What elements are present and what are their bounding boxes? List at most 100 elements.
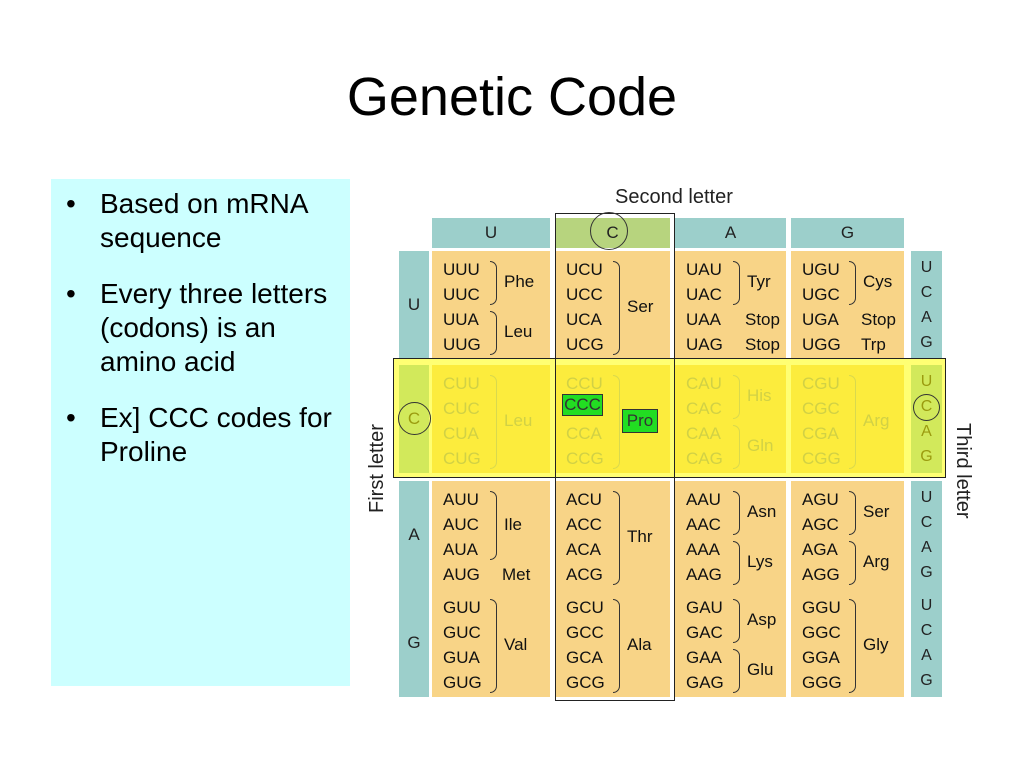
amino-acid-label: Leu (504, 322, 533, 341)
highlight-second-letter-c (555, 213, 675, 701)
codon: GAG (686, 673, 724, 692)
bullet-panel: Based on mRNA sequence Every three lette… (51, 179, 350, 686)
bullet-item: Every three letters (codons) is an amino… (61, 277, 346, 379)
codon-brace (733, 491, 740, 535)
codon: ACA (566, 540, 601, 559)
codon: AAA (686, 540, 721, 559)
third-letter-g: G (920, 564, 933, 581)
amino-acid-label: Tyr (747, 272, 771, 291)
bullet-list: Based on mRNA sequence Every three lette… (61, 187, 346, 491)
third-letter-u: U (920, 259, 933, 276)
codon-brace (849, 541, 856, 585)
codon: GGC (802, 623, 841, 642)
third-letter-c: C (920, 284, 933, 301)
codon: GGU (802, 598, 841, 617)
codon: UAG (686, 335, 723, 354)
codon: AGG (802, 565, 840, 584)
amino-acid-label: Ser (627, 297, 654, 316)
proline-highlight: Pro (622, 409, 658, 433)
first-letter-header-g: G (399, 589, 429, 697)
codon: AAU (686, 490, 721, 509)
codon: UUU (443, 260, 480, 279)
codon: ACU (566, 490, 602, 509)
codon: AGA (802, 540, 838, 559)
amino-acid-label: Arg (863, 552, 890, 571)
third-letter-c: C (920, 514, 933, 531)
codon: GUC (443, 623, 481, 642)
codon: AGU (802, 490, 839, 509)
third-letter-c: C (920, 622, 933, 639)
codon: GCA (566, 648, 603, 667)
codon-brace (733, 261, 740, 305)
first-letter-header-u: U (399, 251, 429, 359)
codon-brace (490, 491, 497, 560)
codon-brace (849, 491, 856, 535)
circle-third-c (913, 394, 940, 421)
amino-acid-label: Stop (745, 334, 780, 354)
third-letter-g: G (920, 334, 933, 351)
codon: UAA (686, 310, 721, 329)
codon: UAC (686, 285, 722, 304)
codon: GAA (686, 648, 722, 667)
codon: UCG (566, 335, 604, 354)
amino-acid-label: Lys (747, 552, 773, 571)
codon-block-ag (791, 481, 904, 589)
codon-list: AGU AGC AGA AGG (802, 487, 840, 587)
codon: UGG (802, 335, 841, 354)
amino-acid-label: Ser (863, 502, 890, 521)
first-letter-header-a: A (399, 481, 429, 589)
codon-list: UUU UUC UUA UUG (443, 257, 481, 357)
second-letter-header-g: G (791, 218, 904, 248)
codon-block-ug (791, 251, 904, 359)
codon-brace (733, 599, 740, 643)
codon-block-aa (675, 481, 786, 589)
amino-acid-label: Trp (861, 334, 886, 354)
codon-block-ga (675, 589, 786, 697)
second-letter-header-a: A (675, 218, 786, 248)
codon: UGA (802, 310, 839, 329)
codon: UCC (566, 285, 603, 304)
second-letter-label: Second letter (615, 186, 733, 208)
codon-block-gg (791, 589, 904, 697)
codon: GCU (566, 598, 604, 617)
codon: AUG (443, 565, 480, 584)
codon-block-ua (675, 251, 786, 359)
third-letter-label: Third letter (952, 423, 974, 519)
first-letter-label: First letter (366, 424, 388, 513)
third-letter-a: A (921, 309, 932, 326)
codon-list: GGU GGC GGA GGG (802, 595, 842, 695)
codon: GGA (802, 648, 840, 667)
codon: UCA (566, 310, 602, 329)
highlight-first-letter-c (393, 358, 946, 478)
amino-acid-label: Asn (747, 502, 777, 521)
codon: GCC (566, 623, 604, 642)
codon: UUC (443, 285, 480, 304)
circle-first-c (398, 402, 431, 435)
codon-brace (490, 311, 497, 355)
codon-brace (733, 541, 740, 585)
amino-acid-label: Thr (627, 527, 653, 546)
codon: UAU (686, 260, 722, 279)
second-letter-header-u: U (432, 218, 550, 248)
amino-acid-label: Stop (745, 309, 780, 329)
amino-acid-label: Cys (863, 272, 893, 291)
codon: AGC (802, 515, 839, 534)
amino-acid-label: Stop (861, 309, 896, 329)
third-letter-u: U (920, 597, 933, 614)
codon: GAU (686, 598, 723, 617)
bullet-item: Based on mRNA sequence (61, 187, 346, 255)
codon-list: UAU UAC UAA UAG (686, 257, 723, 357)
codon: GGG (802, 673, 842, 692)
amino-acid-label: Val (504, 635, 528, 654)
codon: UUG (443, 335, 481, 354)
codon: UUA (443, 310, 479, 329)
